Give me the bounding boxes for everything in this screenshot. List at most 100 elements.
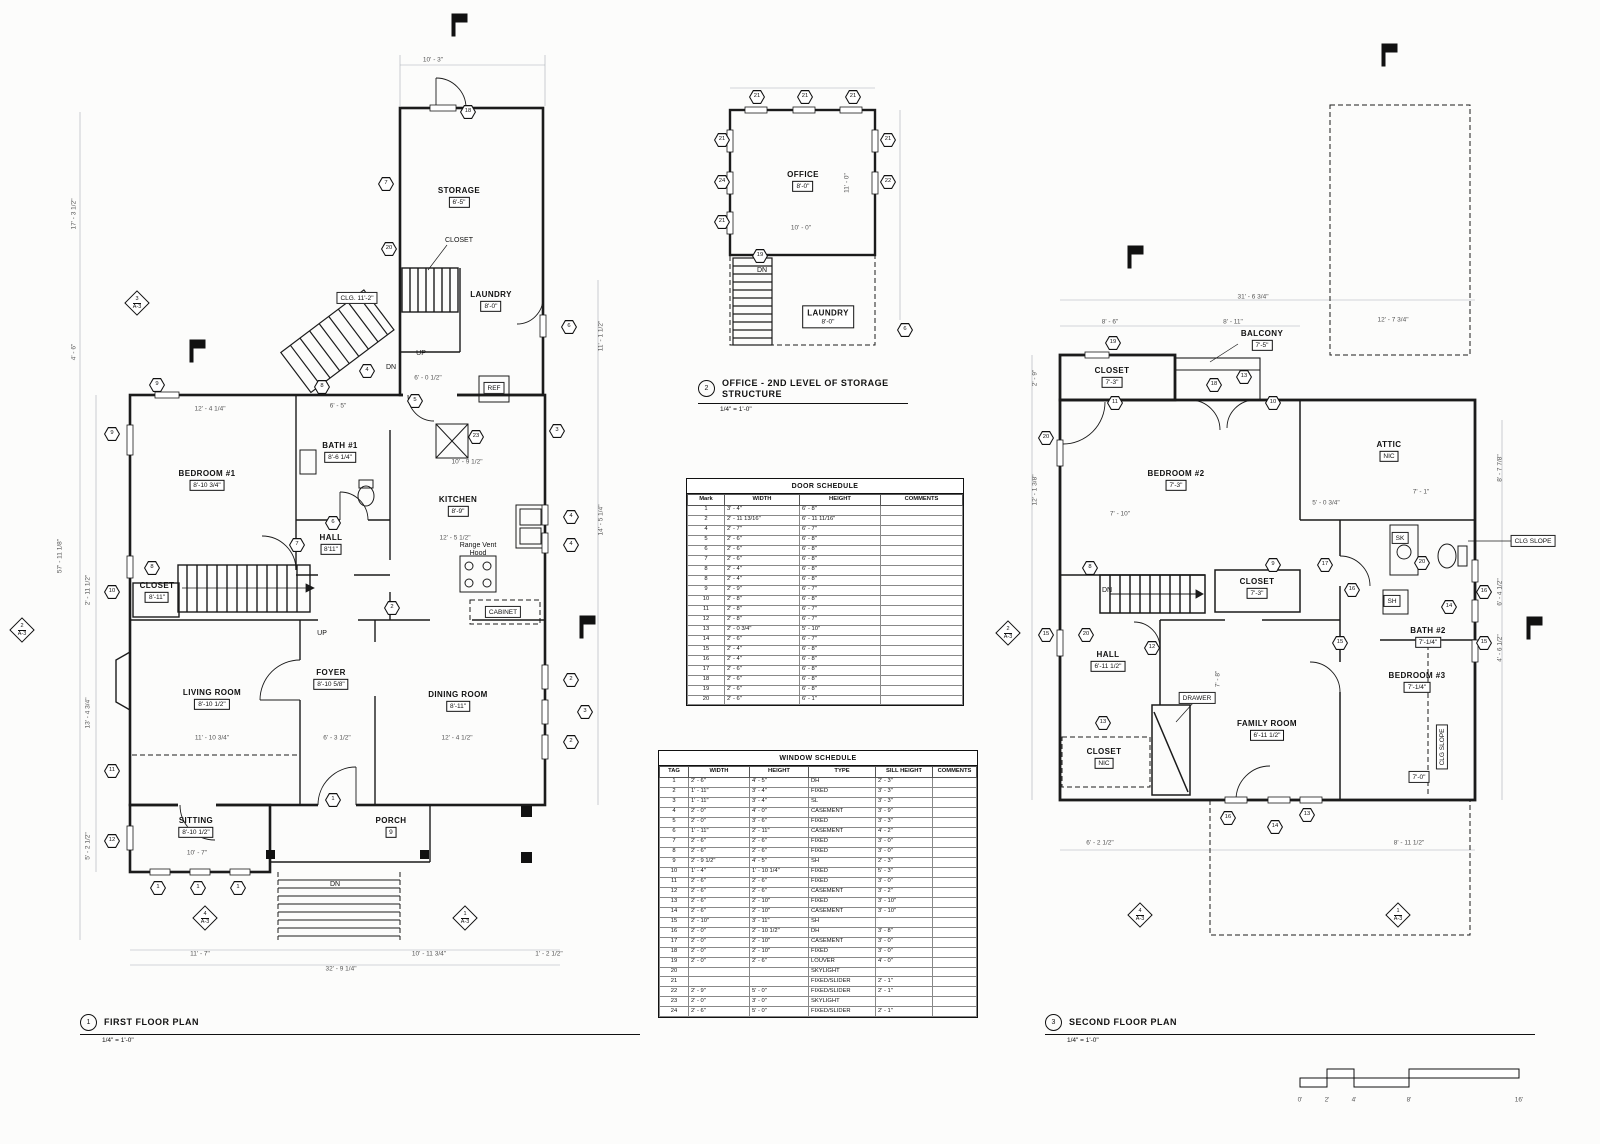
schedule-cell bbox=[688, 976, 750, 988]
schedule-cell: 6' - 8" bbox=[799, 554, 881, 566]
tag-number: 12 bbox=[108, 837, 116, 844]
tag-number: 19 bbox=[1109, 339, 1117, 346]
room-dimension: 7'-3" bbox=[1101, 377, 1123, 389]
tag-number: 16 bbox=[1480, 588, 1488, 595]
room-name: LIVING ROOM bbox=[182, 687, 242, 697]
tag-number: 4 bbox=[569, 541, 573, 548]
tag-number: 8 bbox=[1088, 564, 1092, 571]
schedule-cell: 10 bbox=[659, 866, 689, 878]
schedule-cell bbox=[749, 966, 809, 978]
annotation-box: 7'-0" bbox=[1408, 770, 1430, 784]
schedule-cell bbox=[880, 544, 963, 556]
schedule-cell: 3' - 9" bbox=[875, 806, 933, 818]
schedule-cell: 2 bbox=[687, 514, 725, 526]
schedule-cell: 15 bbox=[659, 916, 689, 928]
schedule-cell bbox=[932, 1006, 977, 1018]
schedule-cell: 8 bbox=[687, 574, 725, 586]
tag-number: 16 bbox=[1224, 814, 1232, 821]
schedule-cell: 2' - 3" bbox=[875, 776, 933, 788]
schedule-cell: 3' - 0" bbox=[875, 846, 933, 858]
hex-outline bbox=[460, 105, 476, 119]
schedule-cell: SKYLIGHT bbox=[808, 996, 876, 1008]
schedule-cell bbox=[932, 856, 977, 868]
hex-outline bbox=[1476, 585, 1492, 599]
schedule-cell: CASEMENT bbox=[808, 906, 876, 918]
schedule-cell bbox=[932, 936, 977, 948]
section-number: 2 bbox=[18, 622, 26, 631]
tag-number: 3 bbox=[555, 427, 559, 434]
plan-number-badge: 3 bbox=[1045, 1014, 1062, 1031]
sheet-number: A-3 bbox=[460, 918, 470, 925]
room-dimension: 7'-1/4" bbox=[1403, 682, 1431, 694]
schedule-cell: 2' - 4" bbox=[724, 564, 800, 576]
window-tag: 1 bbox=[190, 881, 206, 895]
sheet-number: A-3 bbox=[1393, 915, 1403, 922]
schedule-cell: 3 bbox=[659, 796, 689, 808]
scale-tick-label: 0' bbox=[1297, 1096, 1303, 1104]
section-number: 1 bbox=[1394, 907, 1402, 916]
schedule-cell: 2' - 10" bbox=[749, 896, 809, 908]
room-name: BEDROOM #3 bbox=[1388, 670, 1446, 680]
schedule-cell: FIXED bbox=[808, 876, 876, 888]
schedule-cell: 3' - 2" bbox=[875, 886, 933, 898]
schedule-cell: 6' - 7" bbox=[799, 524, 881, 536]
window-tag: 1 bbox=[325, 793, 341, 807]
schedule-cell: 6' - 1" bbox=[799, 694, 881, 706]
schedule-cell: 5' - 10" bbox=[799, 624, 881, 636]
room-dimension: 8'11" bbox=[320, 544, 342, 556]
schedule-cell: 3' - 0" bbox=[875, 836, 933, 848]
hex-outline bbox=[149, 378, 165, 392]
hex-outline bbox=[359, 364, 375, 378]
schedule-cell bbox=[749, 976, 809, 988]
room-name: ATTIC bbox=[1376, 439, 1402, 449]
tag-number: 18 bbox=[1210, 381, 1218, 388]
hex-outline bbox=[325, 516, 341, 530]
hex-outline bbox=[150, 881, 166, 895]
schedule-cell: 2' - 0" bbox=[688, 936, 750, 948]
schedule-cell: 7 bbox=[687, 554, 725, 566]
window-tag: 2 bbox=[563, 735, 579, 749]
schedule-cell: CASEMENT bbox=[808, 806, 876, 818]
dim-label: 7' - 8" bbox=[1214, 670, 1222, 688]
schedule-cell: 2' - 11" bbox=[749, 826, 809, 838]
hex-outline bbox=[1095, 716, 1111, 730]
schedule-cell: 1' - 11" bbox=[688, 796, 750, 808]
hex-outline bbox=[1038, 431, 1054, 445]
hex-outline bbox=[1332, 636, 1348, 650]
schedule-cell: 6 bbox=[659, 826, 689, 838]
window-tag: 14 bbox=[1441, 600, 1457, 614]
schedule-cell: 21 bbox=[659, 976, 689, 988]
room-name: LAUNDRY bbox=[470, 289, 512, 299]
window-tag: 23 bbox=[468, 430, 484, 444]
dim-label: 7' - 10" bbox=[1109, 510, 1131, 518]
annotation-note: CLOSET bbox=[444, 236, 474, 244]
tag-number: 20 bbox=[385, 245, 393, 252]
column-header: TAG bbox=[659, 766, 689, 778]
tag-number: 23 bbox=[472, 433, 480, 440]
tag-number: 9 bbox=[1271, 561, 1275, 568]
schedule-cell: 2' - 1" bbox=[875, 976, 933, 988]
dim-label: 6' - 5" bbox=[329, 402, 347, 410]
schedule-cell: 2' - 6" bbox=[724, 534, 800, 546]
hex-outline bbox=[1078, 628, 1094, 642]
schedule-cell: 2' - 6" bbox=[688, 836, 750, 848]
schedule-cell: 16 bbox=[659, 926, 689, 938]
annotation-box: CABINET bbox=[484, 605, 522, 619]
sheet-number: A-3 bbox=[1135, 915, 1145, 922]
tag-number: 14 bbox=[1445, 603, 1453, 610]
room-name: STORAGE bbox=[437, 185, 481, 195]
schedule-cell: 13 bbox=[687, 624, 725, 636]
schedule-cell: 2' - 3" bbox=[875, 856, 933, 868]
